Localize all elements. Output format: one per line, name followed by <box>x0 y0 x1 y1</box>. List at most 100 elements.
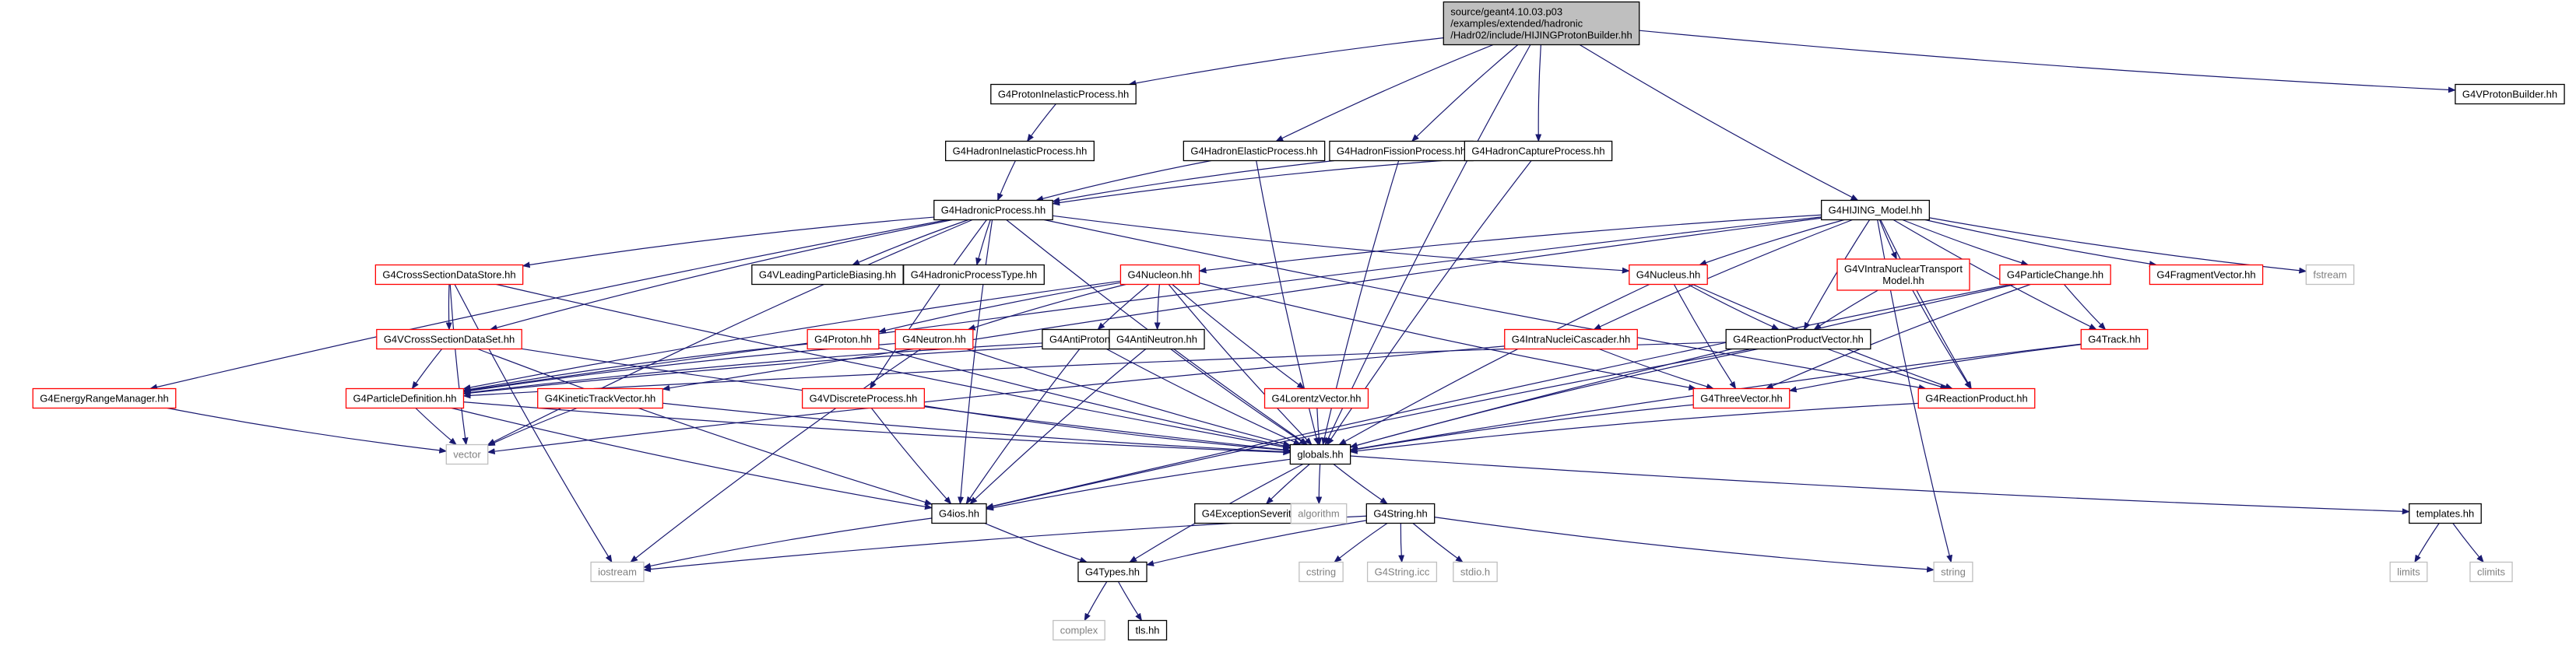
node-box <box>944 140 1095 162</box>
graph-node-lv[interactable]: G4LorentzVector.hh <box>1263 387 1369 409</box>
node-label: G4VLeadingParticleBiasing.hh <box>759 269 896 281</box>
graph-node-nucleus[interactable]: G4Nucleus.hh <box>1629 264 1708 286</box>
edge-csds-to-vcsds <box>445 284 452 331</box>
edge-root-to-hfp <box>1411 44 1519 142</box>
graph-node-lpb[interactable]: G4VLeadingParticleBiasing.hh <box>751 264 904 286</box>
graph-node-hijm[interactable]: G4HIJING_Model.hh <box>1821 199 1930 221</box>
graph-node-g4ios[interactable]: G4ios.hh <box>931 503 987 524</box>
graph-node-hcp[interactable]: G4HadronCaptureProcess.hh <box>1464 140 1613 162</box>
node-label: source/geant4.10.03.p03 <box>1450 6 1562 18</box>
edge-rpv-to-rp <box>1827 348 1949 390</box>
edge-aproton-to-g4ios <box>965 349 1081 505</box>
node-box <box>990 83 1137 105</box>
node-label: G4IntraNucleiCascader.hh <box>1512 334 1630 345</box>
edge-csds-to-globals <box>496 283 1292 450</box>
edge-nucleus-to-tv <box>1673 284 1737 390</box>
graph-node-fstream: fstream <box>2305 264 2355 286</box>
graph-node-nucleon[interactable]: G4Nucleon.hh <box>1119 264 1200 286</box>
graph-node-rpv[interactable]: G4ReactionProductVector.hh <box>1725 328 1871 350</box>
node-label: G4KineticTrackVector.hh <box>545 393 656 405</box>
node-label: G4LorentzVector.hh <box>1272 393 1362 405</box>
graph-node-vdp[interactable]: G4VDiscreteProcess.hh <box>801 387 926 409</box>
edge-hijm-to-rpv <box>1803 219 1871 331</box>
node-label: templates.hh <box>2416 508 2474 520</box>
node-box <box>1290 503 1348 524</box>
node-label: algorithm <box>1298 508 1339 520</box>
node-box <box>1299 561 1344 583</box>
graph-node-proton[interactable]: G4Proton.hh <box>807 328 880 350</box>
graph-node-track[interactable]: G4Track.hh <box>2080 328 2149 350</box>
graph-node-globals[interactable]: globals.hh <box>1289 443 1351 465</box>
node-label: G4ParticleDefinition.hh <box>353 393 457 405</box>
graph-node-hip[interactable]: G4HadronInelasticProcess.hh <box>944 140 1095 162</box>
graph-node-tlsh[interactable]: tls.hh <box>1127 619 1168 641</box>
edge-hadp-to-hpt <box>975 219 991 266</box>
node-label: G4Track.hh <box>2088 334 2140 345</box>
graph-node-hfp[interactable]: G4HadronFissionProcess.hh <box>1329 140 1474 162</box>
node-box <box>1629 264 1708 286</box>
graph-node-ktv[interactable]: G4KineticTrackVector.hh <box>537 387 663 409</box>
node-label: tls.hh <box>1135 625 1159 636</box>
edge-pdef-to-g4ios <box>451 407 933 510</box>
edge-hfp-to-hadp <box>1052 159 1334 204</box>
node-label: G4String.icc <box>1375 566 1430 578</box>
graph-node-hep[interactable]: G4HadronElasticProcess.hh <box>1183 140 1326 162</box>
graph-node-pdef[interactable]: G4ParticleDefinition.hh <box>345 387 465 409</box>
graph-node-templates[interactable]: templates.hh <box>2409 503 2482 524</box>
node-label: G4ParticleChange.hh <box>2007 269 2103 281</box>
node-box <box>1329 140 1474 162</box>
node-box <box>1366 561 1438 583</box>
node-label: G4FragmentVector.hh <box>2156 269 2255 281</box>
node-box <box>933 199 1053 221</box>
edge-nucleon-to-tv <box>1199 282 1697 391</box>
graph-node-pchg[interactable]: G4ParticleChange.hh <box>1999 264 2111 286</box>
graph-node-rp[interactable]: G4ReactionProduct.hh <box>1917 387 2036 409</box>
edge-aproton-to-globals <box>1106 348 1302 446</box>
graph-node-neutron[interactable]: G4Neutron.hh <box>894 328 974 350</box>
node-box <box>1289 443 1351 465</box>
node-label: climits <box>2477 566 2506 578</box>
node-box <box>1109 328 1205 350</box>
node-box <box>2409 503 2482 524</box>
edge-tv-to-globals <box>1349 404 1694 453</box>
edge-hadp-to-lpb <box>852 219 969 266</box>
edge-templates-to-climits <box>2452 523 2484 563</box>
edge-ktv-to-globals <box>662 402 1292 455</box>
node-label: G4ReactionProduct.hh <box>1925 393 2028 405</box>
graph-node-vpb[interactable]: G4VProtonBuilder.hh <box>2455 83 2565 105</box>
node-box <box>1183 140 1326 162</box>
graph-node-complex: complex <box>1053 619 1105 641</box>
graph-node-aneutron[interactable]: G4AntiNeutron.hh <box>1109 328 1205 350</box>
edge-g4string-to-g4types <box>1146 520 1367 566</box>
graph-node-erm[interactable]: G4EnergyRangeManager.hh <box>32 387 177 409</box>
graph-node-hpt[interactable]: G4HadronicProcessType.hh <box>903 264 1045 286</box>
graph-node-csds[interactable]: G4CrossSectionDataStore.hh <box>374 264 524 286</box>
edge-pchg-to-g4ios <box>986 283 2011 510</box>
edge-nucleon-to-aneutron <box>1154 284 1161 331</box>
edge-root-to-hijm <box>1579 44 1859 202</box>
node-label: fstream <box>2313 269 2346 281</box>
graph-node-fragv[interactable]: G4FragmentVector.hh <box>2149 264 2264 286</box>
edge-erm-to-vector <box>167 407 448 454</box>
edge-aneutron-to-g4ios <box>969 349 1147 505</box>
edge-hijm-to-nucleon <box>1198 214 1822 274</box>
graph-node-inc[interactable]: G4IntraNucleiCascader.hh <box>1504 328 1638 350</box>
edge-templates-to-limits <box>2414 523 2440 563</box>
edge-vintm-to-rpv <box>1813 289 1878 331</box>
node-label: vector <box>453 449 481 461</box>
edge-aneutron-to-pdef <box>462 342 1109 397</box>
node-box <box>1464 140 1613 162</box>
node-label: G4Proton.hh <box>814 334 872 345</box>
edge-g4string-to-string <box>1434 517 1935 573</box>
graph-node-hadp[interactable]: G4HadronicProcess.hh <box>933 199 1053 221</box>
graph-node-pip[interactable]: G4ProtonInelasticProcess.hh <box>990 83 1137 105</box>
node-box <box>801 387 926 409</box>
graph-node-g4types[interactable]: G4Types.hh <box>1077 561 1147 583</box>
edge-nucleus-to-rpv <box>1687 283 1780 331</box>
graph-node-vcsds[interactable]: G4VCrossSectionDataSet.hh <box>376 328 522 350</box>
node-label: iostream <box>598 566 637 578</box>
edge-hadp-to-nucleus <box>1053 215 1630 274</box>
graph-node-g4string[interactable]: G4String.hh <box>1365 503 1436 524</box>
graph-node-tv[interactable]: G4ThreeVector.hh <box>1692 387 1791 409</box>
